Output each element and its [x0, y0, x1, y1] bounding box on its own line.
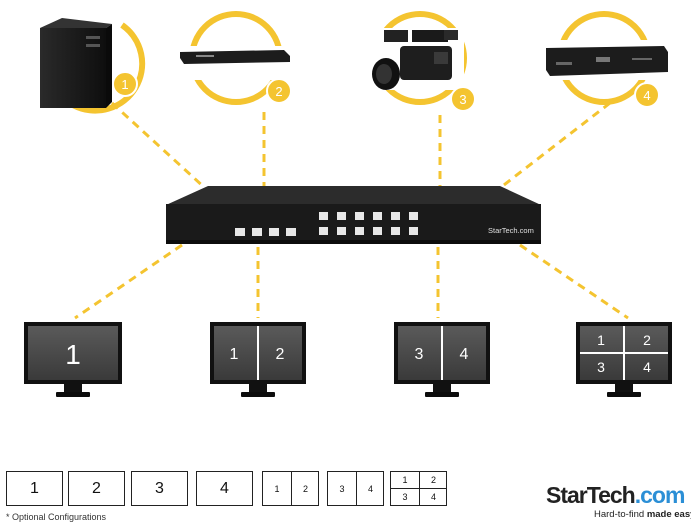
config-quad-br: 4: [430, 492, 436, 502]
source-4-badge: [634, 82, 660, 108]
video-camera-icon: [372, 30, 458, 90]
source-2: 2: [176, 11, 292, 105]
config-dual-a-right: 2: [302, 483, 308, 494]
connector-source-4: [499, 101, 611, 190]
source-3: 3: [372, 11, 476, 112]
source-4-number: 4: [643, 88, 650, 103]
display-3-label-right: 4: [460, 346, 469, 363]
config-single-4: 4: [196, 471, 253, 506]
config-single-2: 2: [68, 471, 125, 506]
config-single-3-label: 3: [155, 479, 164, 497]
blu-ray-player-icon: [180, 50, 290, 64]
display-2: 1 2: [210, 322, 306, 397]
config-single-3: 3: [131, 471, 188, 506]
brand-tagline: Hard-to-find made easy®: [594, 509, 691, 520]
config-single-1-label: 1: [30, 479, 39, 497]
config-single-2-label: 2: [92, 479, 101, 497]
config-quad-bl: 3: [402, 492, 408, 502]
display-4-label-bl: 3: [597, 359, 605, 375]
config-single-1: 1: [6, 471, 63, 506]
multiviewer-switcher: StarTech.com: [166, 186, 541, 244]
startech-logo: StarTech.com Hard-to-find made easy®: [546, 482, 691, 520]
source-2-badge: [266, 78, 292, 104]
config-single-4-label: 4: [220, 479, 229, 497]
config-quad-tr: 2: [430, 475, 436, 485]
display-2-label-left: 1: [230, 346, 239, 363]
source-1: 1: [40, 18, 146, 114]
source-4: 4: [540, 11, 668, 108]
source-1-number: 1: [121, 77, 128, 92]
display-3: 3 4: [394, 322, 490, 397]
connector-display-4: [519, 243, 629, 320]
source-3-badge: [450, 86, 476, 112]
display-2-label-right: 2: [276, 346, 285, 363]
display-1: 1: [24, 322, 122, 397]
switcher-input-buttons: [319, 212, 418, 235]
config-dual-b: 3 4: [327, 471, 384, 506]
config-dual-b-right: 4: [367, 483, 373, 494]
display-4: 1 2 3 4: [576, 322, 672, 397]
config-quad-tl: 1: [402, 475, 408, 485]
display-1-label: 1: [65, 339, 81, 370]
optional-configurations-footnote: * Optional Configurations: [6, 512, 107, 522]
config-quad: 1 2 3 4: [390, 471, 447, 506]
brand-name-suffix: .com: [634, 482, 686, 508]
display-4-label-br: 4: [643, 359, 651, 375]
switcher-brand-label: StarTech.com: [488, 226, 534, 235]
brand-name-main: StarTech: [546, 482, 636, 508]
switcher-front-panel: [166, 204, 541, 241]
display-1-screen: [28, 326, 118, 380]
config-dual-a: 1 2: [262, 471, 319, 506]
brand-tagline-start: Hard-to-find: [594, 509, 647, 520]
display-3-label-left: 3: [415, 346, 424, 363]
computer-tower-icon: [40, 28, 106, 108]
brand-tagline-bold: made easy: [646, 509, 691, 520]
config-dual-a-left: 1: [274, 483, 280, 494]
display-4-label-tr: 2: [643, 332, 651, 348]
source-2-number: 2: [275, 84, 282, 99]
source-3-number: 3: [459, 92, 466, 107]
source-1-badge: [112, 71, 138, 97]
connector-source-1: [110, 101, 207, 190]
switcher-mode-buttons: [235, 228, 296, 236]
config-dual-b-left: 3: [339, 483, 345, 494]
connector-display-1: [74, 243, 183, 320]
connector-lines: [74, 101, 629, 320]
brand-name: StarTech.com: [546, 482, 688, 509]
display-4-label-tl: 1: [597, 332, 605, 348]
